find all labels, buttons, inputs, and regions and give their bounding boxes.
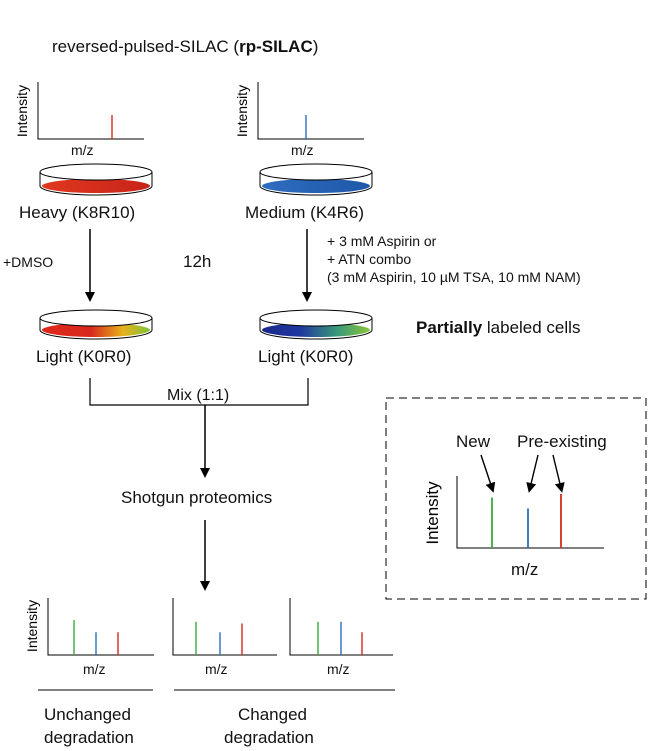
dish-light-left (39, 309, 153, 340)
treatment-line-2: + ATN combo (327, 251, 412, 267)
diagram-title: reversed-pulsed-SILAC (rp-SILAC) (52, 37, 318, 57)
x-axis-label: m/z (83, 661, 106, 677)
y-axis-label: Intensity (423, 481, 442, 545)
spectrum-axes (456, 476, 604, 549)
legend-preexisting-label: Pre-existing (517, 432, 607, 451)
spectrum-axes (37, 82, 144, 140)
spectrum-heavy-top (37, 82, 144, 140)
spectrum-bottom-2 (172, 598, 277, 656)
partially-bold: Partially (416, 318, 483, 337)
spectrum-peaks (73, 620, 119, 655)
light-right-label: Light (K0R0) (258, 347, 354, 366)
dish-medium (259, 163, 373, 196)
unchanged-line-1: Unchanged (44, 705, 131, 724)
x-axis-label: m/z (511, 560, 539, 579)
title-suffix: ) (312, 37, 319, 56)
title-bold: rp-SILAC (239, 37, 313, 56)
spectrum-bottom-3 (289, 598, 393, 656)
partially-rest: labeled cells (482, 318, 581, 337)
medium-label: Medium (K4R6) (245, 203, 365, 222)
heavy-label: Heavy (K8R10) (19, 203, 136, 222)
spectrum-peaks (195, 621, 243, 655)
spectrum-axes (289, 598, 393, 656)
spectrum-bottom-1 (47, 598, 154, 656)
changed-line-1: Changed (238, 705, 308, 724)
spectrum-axes (172, 598, 277, 656)
x-axis-label: m/z (291, 142, 314, 158)
unchanged-line-2: degradation (44, 728, 134, 747)
spectrum-axes (47, 598, 154, 656)
legend-box (385, 397, 647, 600)
y-axis-label: Intensity (14, 85, 30, 137)
dish-heavy (39, 163, 153, 196)
treatment-line-3: (3 mM Aspirin, 10 µM TSA, 10 mM NAM) (327, 269, 581, 285)
spectrum-peaks (491, 494, 562, 548)
x-axis-label: m/z (205, 661, 228, 677)
y-axis-label: Intensity (234, 85, 250, 137)
y-axis-label: Intensity (24, 600, 40, 652)
x-axis-label: m/z (327, 661, 350, 677)
spectrum-axes (257, 82, 364, 140)
mix-bracket (89, 378, 309, 406)
legend-new-label: New (456, 432, 491, 451)
treatment-line-1: + 3 mM Aspirin or (327, 233, 437, 249)
legend-spectrum (456, 476, 604, 549)
dish-light-right (259, 309, 373, 340)
spectrum-peaks (317, 621, 363, 655)
arrow-new (480, 454, 496, 493)
dmso-label: +DMSO (3, 254, 54, 270)
changed-line-2: degradation (224, 728, 314, 747)
light-left-label: Light (K0R0) (36, 347, 132, 366)
arrow-preexisting-2 (552, 454, 565, 493)
mix-label: Mix (1:1) (167, 387, 230, 404)
arrow-preexisting-1 (526, 454, 539, 493)
title-prefix: reversed-pulsed-SILAC ( (52, 37, 240, 56)
partially-labeled-cells: Partially labeled cells (416, 318, 580, 338)
spectrum-medium-top (257, 82, 364, 140)
shotgun-label: Shotgun proteomics (121, 488, 273, 507)
time-label: 12h (183, 252, 212, 271)
x-axis-label: m/z (71, 142, 94, 158)
